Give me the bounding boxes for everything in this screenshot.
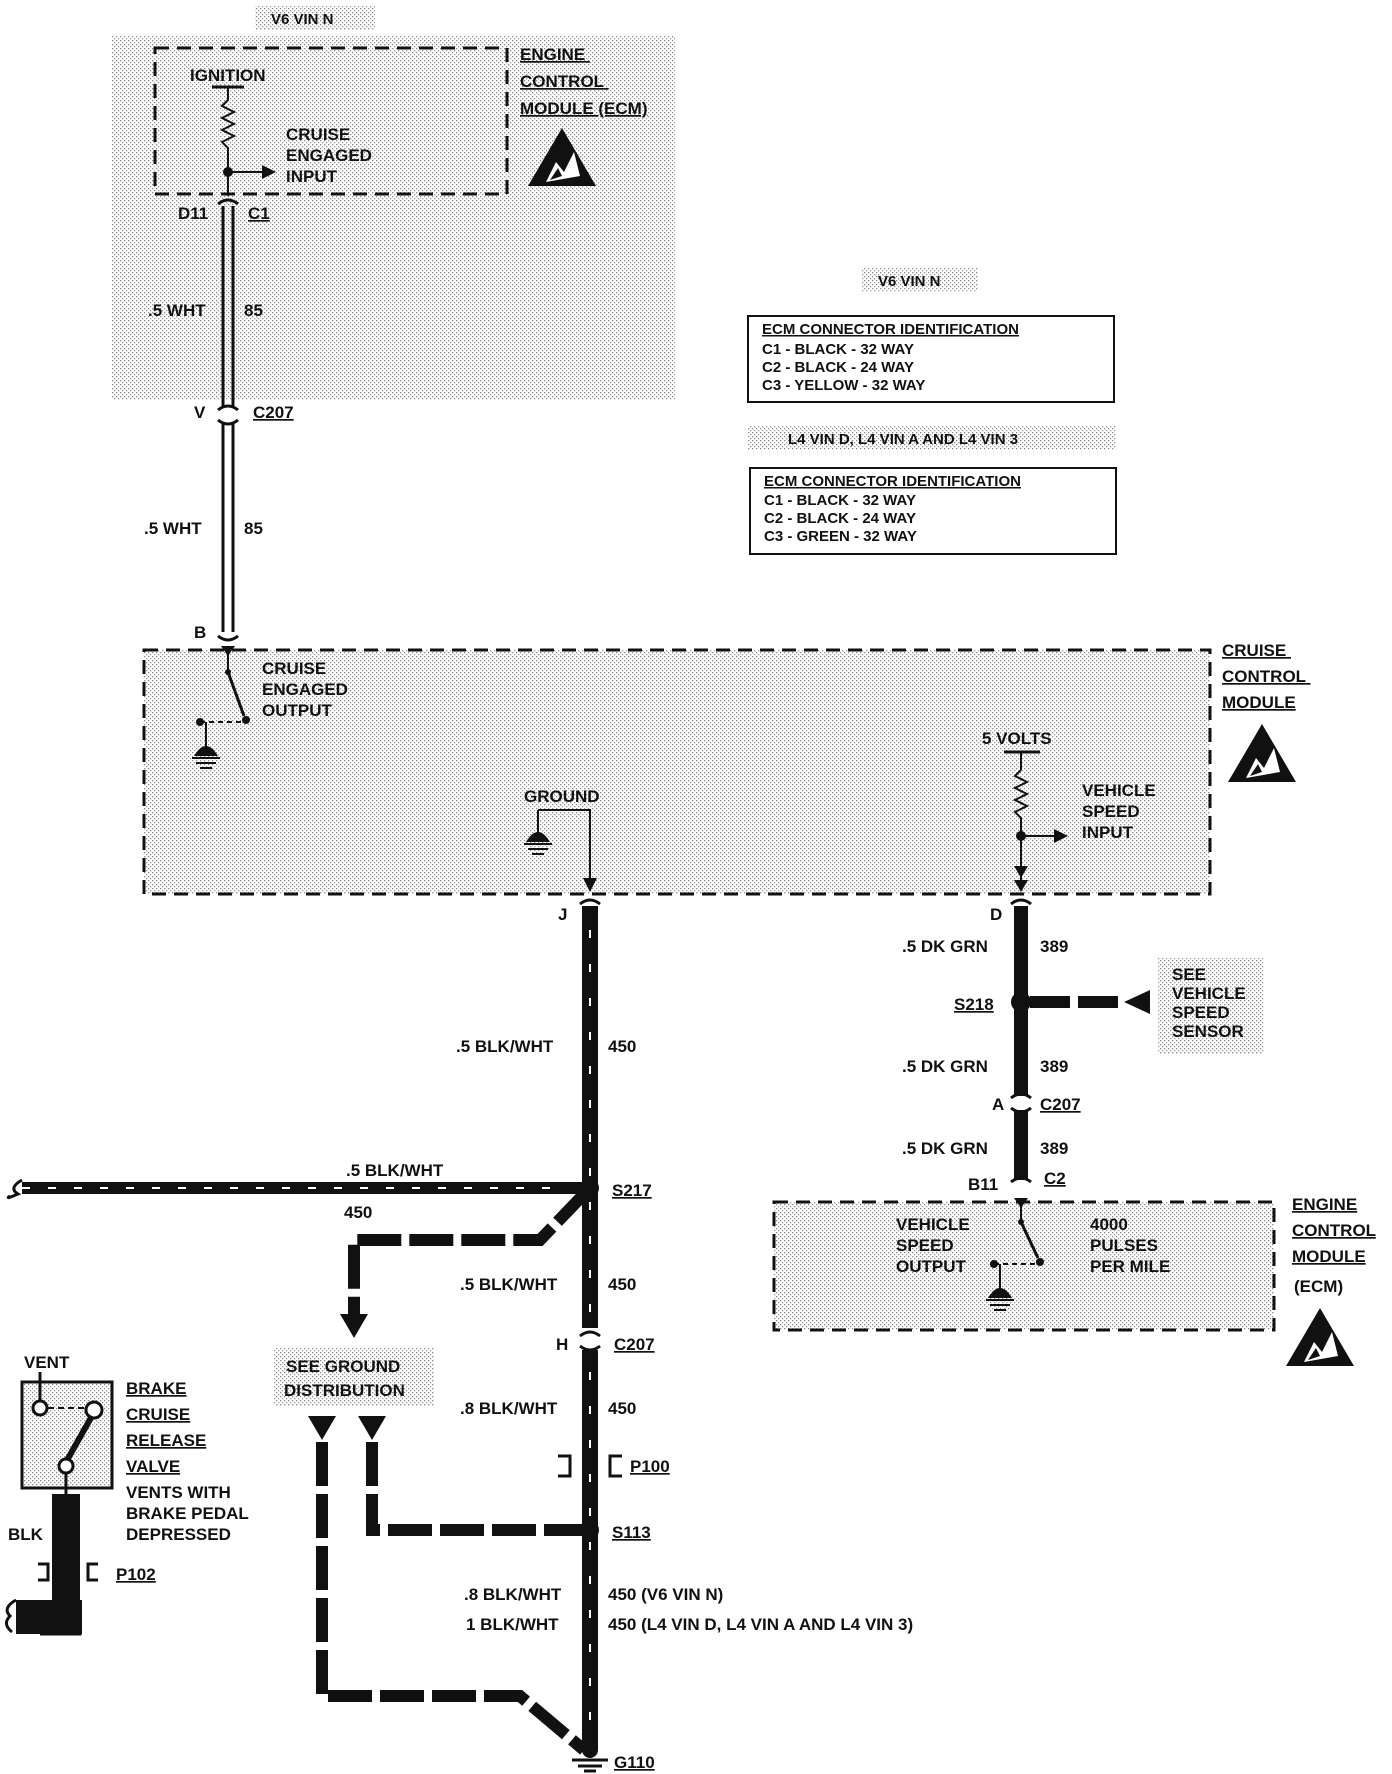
ecm-top: IGNITION CRUISE ENGAGED INPUT ENGINE CON… [153, 45, 647, 196]
wire-389-circuit-3: 389 [1040, 1139, 1068, 1158]
ecm-table-l4-row: C3 - GREEN - 32 WAY [764, 528, 917, 545]
wire-450-circuit-2: 450 [608, 1275, 636, 1294]
ground-distribution-return [308, 1416, 588, 1755]
ignition-label: IGNITION [190, 66, 266, 85]
svg-text:ECM CONNECTOR IDENTIFICATION: ECM CONNECTOR IDENTIFICATION [762, 321, 1019, 338]
p100-bracket [558, 1454, 622, 1478]
see-ground-bg [274, 1348, 434, 1406]
left-wire-gauge: .5 BLK/WHT [346, 1161, 444, 1180]
wire-450-08-circuit: 450 [608, 1399, 636, 1418]
ecm-table-v6-row: C3 - YELLOW - 32 WAY [762, 377, 925, 394]
ecm-table-v6-row: C1 - BLACK - 32 WAY [762, 341, 914, 358]
esd-warning-icon [1228, 724, 1296, 782]
ecm-table-v6-row: C2 - BLACK - 24 WAY [762, 359, 914, 376]
pin-j: J [558, 905, 567, 924]
wire-450-08-gauge: .8 BLK/WHT [460, 1399, 558, 1418]
c207-a-pin: A [992, 1095, 1004, 1114]
wire-389 [1010, 898, 1032, 1184]
wire-389-gauge-1: .5 DK GRN [902, 937, 988, 956]
ecm-table-l4: ECM CONNECTOR IDENTIFICATION C1 - BLACK … [749, 467, 1117, 555]
esd-warning-icon [1286, 1308, 1354, 1366]
cruise-module-title: CRUISE CONTROL MODULE [1222, 641, 1310, 712]
brake-valve-desc: VENTS WITH BRAKE PEDAL DEPRESSED [126, 1483, 253, 1544]
ecm-table-v6: ECM CONNECTOR IDENTIFICATION C1 - BLACK … [747, 315, 1115, 403]
pin-d: D [990, 905, 1002, 924]
ecm-bottom-title: ENGINE CONTROL MODULE (ECM) [1292, 1195, 1380, 1296]
wire-450-gauge-1: .5 BLK/WHT [456, 1037, 554, 1056]
ecm-top-region-bg [112, 36, 675, 400]
wire-85-circuit-lower: 85 [244, 519, 263, 538]
vent-label: VENT [24, 1353, 70, 1372]
c207-h-pin: H [556, 1335, 568, 1354]
wire-85 [217, 198, 239, 642]
pulses-per-mile-label: 4000 PULSES PER MILE [1090, 1215, 1170, 1276]
see-vss-label: SEE VEHICLE SPEED SENSOR [1172, 965, 1250, 1041]
wire-389-circuit-2: 389 [1040, 1057, 1068, 1076]
wire-85-gauge-upper: .5 WHT [148, 301, 206, 320]
pin-b: B [194, 623, 206, 642]
svg-text:ECM CONNECTOR IDENTIFICATION: ECM CONNECTOR IDENTIFICATION [764, 473, 1021, 490]
ecm-top-title: ENGINE CONTROL MODULE (ECM) [520, 45, 647, 118]
vehicle-speed-output-label: VEHICLE SPEED OUTPUT [896, 1215, 974, 1276]
ecm-table-l4-row: C1 - BLACK - 32 WAY [764, 492, 916, 509]
wire-389-gauge-2: .5 DK GRN [902, 1057, 988, 1076]
cruise-engaged-input-label: CRUISE ENGAGED INPUT [286, 125, 377, 186]
connector-c2: C2 [1044, 1169, 1066, 1188]
left-wire-450 [6, 1178, 588, 1200]
connector-c1: C1 [248, 204, 270, 223]
wire-85-gauge-lower: .5 WHT [144, 519, 202, 538]
left-wire-circuit: 450 [344, 1203, 372, 1222]
c207-a-connector: C207 [1040, 1095, 1081, 1114]
pin-d11: D11 [178, 204, 208, 223]
splice-s113-label: S113 [612, 1523, 651, 1542]
see-ground-label: SEE GROUND DISTRIBUTION [284, 1357, 405, 1400]
ground-label: GROUND [524, 787, 600, 806]
ground-g110-label: G110 [614, 1753, 655, 1772]
v6-mid-note-bg [862, 268, 978, 292]
ecm-table-l4-row: C2 - BLACK - 24 WAY [764, 510, 916, 527]
final-wire-circuit-1: 450 (V6 VIN N) [608, 1585, 723, 1604]
wire-450-circuit-1: 450 [608, 1037, 636, 1056]
splice-s217-label: S217 [612, 1181, 652, 1200]
vss-input-resistor [1012, 769, 1030, 836]
ignition-resistor [219, 99, 237, 172]
see-vss-bg [1158, 958, 1264, 1054]
wire-389-gauge-3: .5 DK GRN [902, 1139, 988, 1158]
ground-distribution-branch [340, 1185, 593, 1338]
c207-upper-pin: V [194, 403, 206, 422]
l4-note: L4 VIN D, L4 VIN A AND L4 VIN 3 [788, 431, 1018, 448]
wire-450-main [579, 898, 601, 1750]
ground-g110-symbol [572, 1742, 608, 1773]
vehicle-speed-input-label: VEHICLE SPEED INPUT [1082, 781, 1160, 842]
v6-top-note-bg [255, 6, 375, 30]
wire-450-gauge-2: .5 BLK/WHT [460, 1275, 558, 1294]
v6-top-note: V6 VIN N [271, 11, 334, 28]
five-volts-label: 5 VOLTS [982, 729, 1052, 748]
wire-389-circuit-1: 389 [1040, 937, 1068, 956]
cruise-control-module: B CRUISE ENGAGED OUTPUT GROUND 5 VOLTS [142, 623, 1310, 896]
final-wire-gauge-1: .8 BLK/WHT [464, 1585, 562, 1604]
brake-cruise-release-valve: VENT [5, 1353, 114, 1636]
splice-s218 [1011, 992, 1031, 1012]
ecm-bottom: VEHICLE SPEED OUTPUT 4000 PULSES PER MIL… [772, 1195, 1380, 1366]
cruise-engaged-output-label: CRUISE ENGAGED OUTPUT [262, 659, 353, 720]
splice-s218-label: S218 [954, 995, 994, 1014]
wire-85-circuit-upper: 85 [244, 301, 263, 320]
final-wire-circuit-2: 450 (L4 VIN D, L4 VIN A AND L4 VIN 3) [608, 1615, 913, 1634]
c207-h-connector: C207 [614, 1335, 655, 1354]
pin-b11: B11 [968, 1175, 998, 1194]
v6-mid-note: V6 VIN N [878, 273, 941, 290]
brake-valve-wire-label: BLK [8, 1525, 44, 1544]
l4-note-bg [748, 426, 1116, 450]
vss-branch [1030, 990, 1150, 1014]
c207-upper-connector: C207 [253, 403, 294, 422]
p100-label: P100 [630, 1457, 670, 1476]
final-wire-gauge-2: 1 BLK/WHT [466, 1615, 559, 1634]
brake-valve-title: BRAKE CRUISE RELEASE VALVE [126, 1379, 211, 1476]
p102-label: P102 [116, 1565, 156, 1584]
splice-s113 [581, 1521, 599, 1539]
